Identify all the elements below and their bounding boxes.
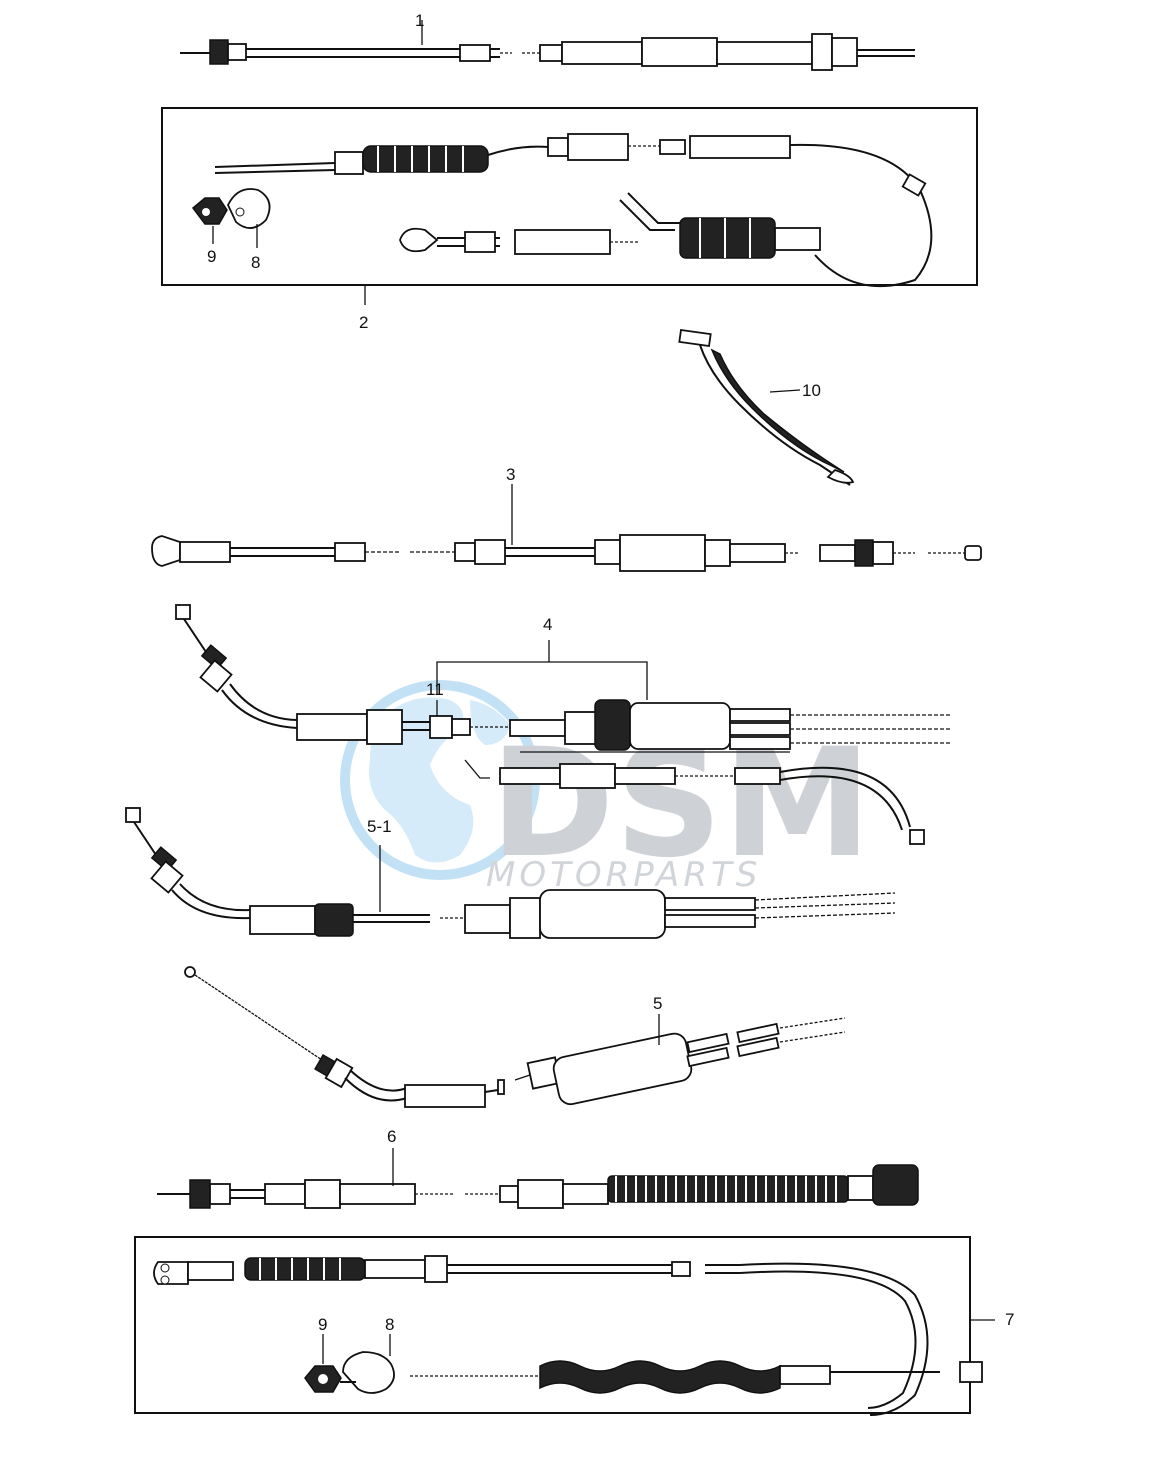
callout-10: 10 — [802, 381, 821, 400]
callout-7: 7 — [1005, 1310, 1014, 1329]
callout-1: 1 — [415, 11, 424, 30]
callout-9-bottom: 9 — [318, 1315, 327, 1334]
part-5-1-throttle-cable — [125, 807, 896, 939]
callout-11: 11 — [426, 680, 444, 699]
callout-5: 5 — [653, 994, 662, 1013]
part-8-adjuster-lower — [340, 1351, 395, 1394]
part-9-nut — [191, 197, 228, 225]
callout-8-bottom: 8 — [385, 1315, 394, 1334]
part-7-cable-assembly — [134, 1236, 995, 1416]
part-11-adjuster — [429, 715, 471, 739]
part-8-adjuster — [226, 188, 271, 229]
callout-2: 2 — [359, 313, 368, 332]
part-3-clutch-cable — [151, 484, 982, 572]
part-10-cable-band — [678, 328, 855, 486]
part-1-speedometer-cable — [180, 20, 915, 71]
part-6-spring-sheath — [607, 1175, 849, 1203]
part-4-throttle-cable — [175, 604, 950, 845]
part-7-boot — [539, 1360, 781, 1394]
callout-8-top: 8 — [251, 253, 260, 272]
part-6-tachometer-cable — [157, 1148, 919, 1209]
callout-3: 3 — [506, 465, 515, 484]
callout-5-1: 5-1 — [367, 817, 392, 836]
callout-9-top: 9 — [207, 247, 216, 266]
part-9-nut-lower — [304, 1365, 342, 1393]
part-2-boot — [362, 145, 489, 173]
part-2-cable-assembly — [161, 107, 978, 305]
callout-4: 4 — [543, 615, 552, 634]
watermark-subtext: MOTORPARTS — [486, 855, 761, 895]
callout-6: 6 — [387, 1127, 396, 1146]
part-5-throttle-cable — [184, 966, 846, 1108]
